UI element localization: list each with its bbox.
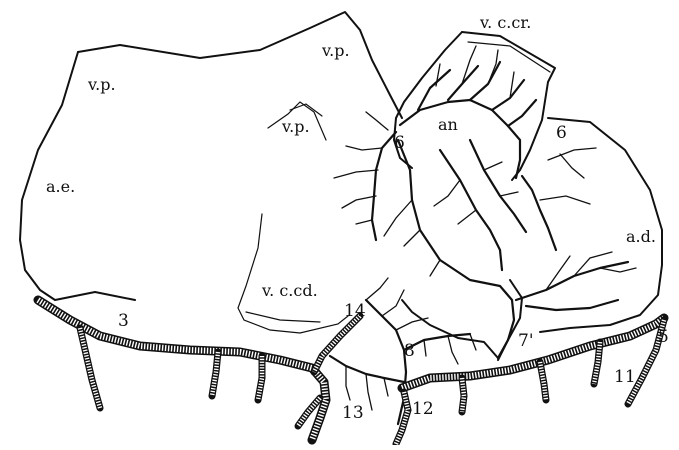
- label-7-prime: 7': [518, 331, 534, 351]
- left-organ-outline: [20, 12, 402, 333]
- label-ad: a.d.: [626, 227, 656, 246]
- label-vccd: v. c.cd.: [261, 281, 318, 300]
- label-vccr: v. c.cr.: [479, 13, 531, 32]
- label-vp-top: v.p.: [321, 41, 350, 60]
- label-vp-left: v.p.: [87, 75, 116, 94]
- figure-labels: v.p. v.p. v.p. v. c.cr. an 6 6 a.e. a.d.…: [46, 13, 669, 423]
- label-12: 12: [412, 399, 434, 419]
- label-6-left: 6: [394, 133, 405, 153]
- label-13: 13: [342, 403, 364, 423]
- label-vp-small: v.p.: [281, 117, 310, 136]
- right-organ-outline: [402, 118, 662, 360]
- vessel-network: [330, 46, 636, 424]
- label-ae: a.e.: [46, 177, 75, 196]
- label-11: 11: [614, 367, 636, 387]
- label-5: 5: [658, 327, 669, 347]
- label-14: 14: [344, 301, 366, 321]
- label-8: 8: [404, 341, 415, 361]
- label-6-right: 6: [556, 123, 567, 143]
- label-an: an: [438, 115, 458, 134]
- label-3: 3: [118, 311, 129, 331]
